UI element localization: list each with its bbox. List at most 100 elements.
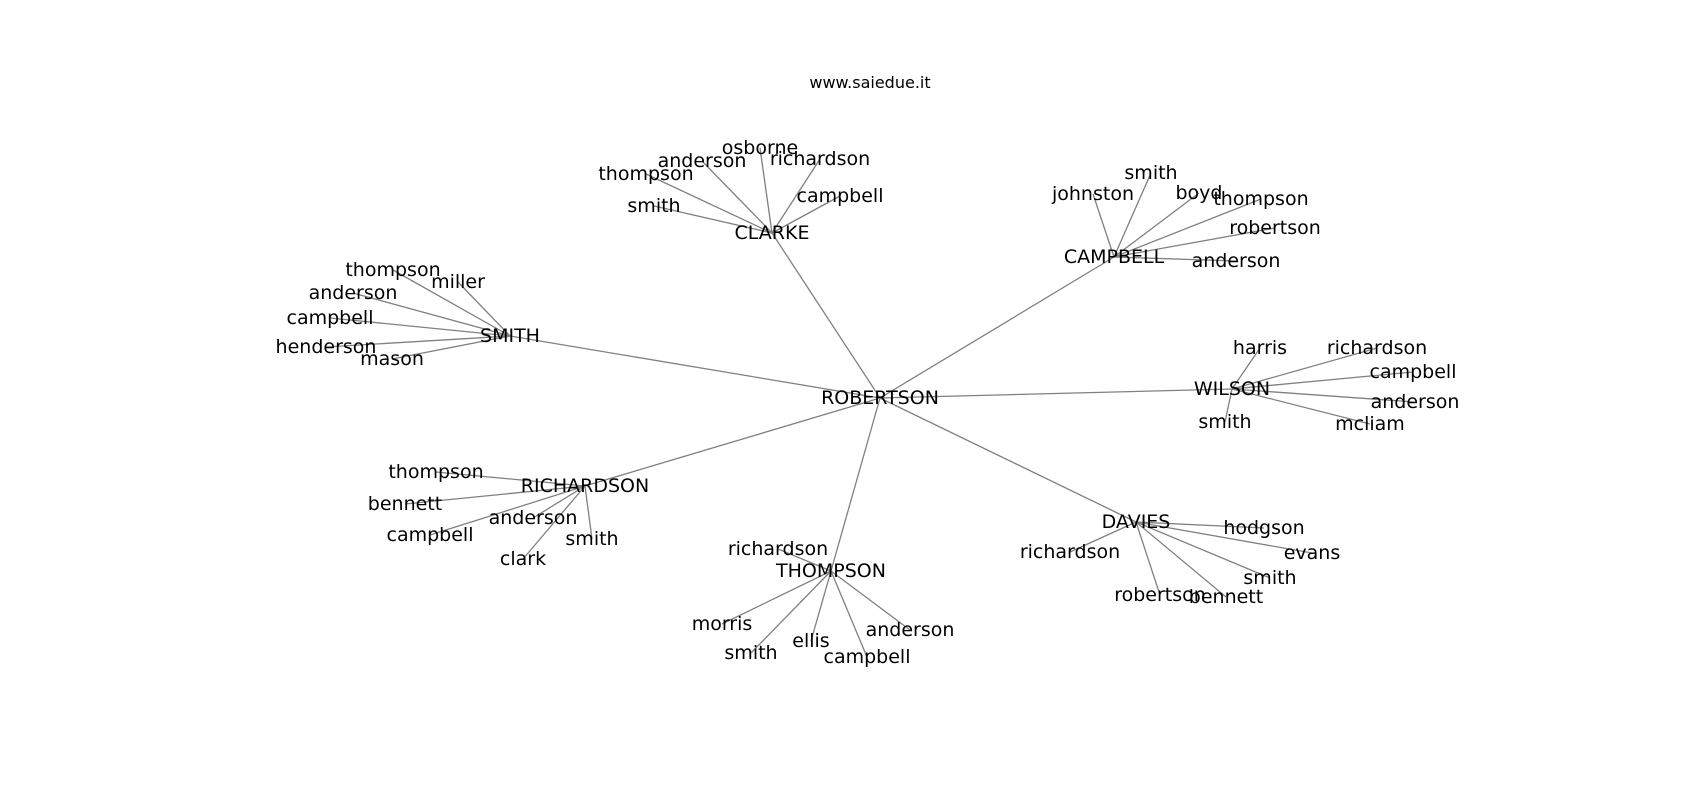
edge-campbell-to-robertson — [1113, 227, 1276, 258]
leaf-node-label: robertson — [1114, 584, 1206, 606]
leaf-node-label: campbell — [1370, 361, 1457, 383]
edge-root-to-thompson — [830, 397, 881, 572]
edge-root-to-smith — [509, 335, 881, 399]
edge-richardson-to-campbell — [429, 485, 586, 536]
edge-wilson-to-smith — [1224, 388, 1233, 423]
edge-richardson-to-anderson — [532, 485, 586, 519]
edge-clarke-to-richardson — [771, 158, 821, 234]
edge-davies-to-richardson — [1069, 521, 1137, 553]
edge-davies-to-bennett — [1135, 521, 1227, 598]
leaf-node-label: richardson — [770, 148, 870, 170]
leaf-node-label: anderson — [1371, 391, 1460, 413]
leaf-node-label: anderson — [866, 619, 955, 641]
leaf-node-label: smith — [1124, 162, 1177, 184]
leaf-node-label: bennett — [368, 493, 442, 515]
edges-layer — [325, 147, 1416, 658]
edge-campbell-to-thompson — [1113, 198, 1262, 258]
edge-wilson-to-mcliam — [1231, 388, 1371, 425]
edge-davies-to-evans — [1135, 521, 1313, 554]
edge-root-to-davies — [879, 397, 1137, 523]
edge-wilson-to-anderson — [1231, 388, 1416, 403]
leaf-node-label: boyd — [1176, 182, 1223, 204]
edge-smith-to-campbell — [329, 317, 511, 337]
leaf-node-label: thompson — [1213, 188, 1308, 210]
edge-thompson-to-smith — [750, 570, 832, 654]
leaf-node-label: ellis — [792, 630, 829, 652]
leaf-node-label: anderson — [309, 282, 398, 304]
edge-smith-to-thompson — [392, 269, 511, 337]
leaf-node-label: henderson — [276, 336, 377, 358]
leaf-node-label: evans — [1284, 542, 1341, 564]
edge-wilson-to-richardson — [1231, 347, 1378, 390]
leaf-node-label: osborne — [722, 137, 798, 159]
edge-campbell-to-johnston — [1092, 193, 1115, 258]
hub-node-label: CAMPBELL — [1064, 246, 1165, 268]
leaf-node-label: thompson — [345, 259, 440, 281]
leaf-node-label: hodgson — [1223, 517, 1304, 539]
hub-node-label: RICHARDSON — [521, 475, 649, 497]
edge-wilson-to-campbell — [1231, 371, 1414, 390]
leaf-node-label: richardson — [1020, 541, 1120, 563]
edge-davies-to-hodgson — [1135, 521, 1265, 529]
edge-root-to-clarke — [771, 232, 881, 399]
edge-smith-to-anderson — [352, 292, 511, 337]
leaf-node-label: harris — [1233, 337, 1287, 359]
edge-richardson-to-clark — [522, 485, 586, 560]
leaf-node-label: smith — [1243, 567, 1296, 589]
leaf-node-label: thompson — [598, 163, 693, 185]
edge-thompson-to-campbell — [830, 570, 868, 658]
leaf-node-label: smith — [724, 642, 777, 664]
leaf-node-label: johnston — [1051, 183, 1134, 205]
leaf-node-label: campbell — [287, 307, 374, 329]
leaf-node-label: smith — [627, 195, 680, 217]
edge-clarke-to-anderson — [701, 160, 773, 234]
leaf-node-label: smith — [1198, 411, 1251, 433]
leaf-node-label: miller — [431, 271, 485, 293]
leaf-node-label: anderson — [489, 507, 578, 529]
edge-richardson-to-bennett — [404, 485, 586, 505]
edge-thompson-to-anderson — [830, 570, 911, 631]
leaf-node-label: campbell — [387, 524, 474, 546]
leaf-node-label: smith — [565, 528, 618, 550]
hub-node-label: CLARKE — [735, 222, 810, 244]
leaf-node-label: morris — [692, 613, 753, 635]
hub-node-label: THOMPSON — [775, 560, 886, 582]
edge-clarke-to-campbell — [771, 195, 841, 234]
edge-root-to-richardson — [584, 397, 881, 487]
leaf-node-label: campbell — [797, 185, 884, 207]
edge-wilson-to-harris — [1231, 347, 1261, 390]
edge-clarke-to-smith — [653, 205, 773, 234]
edge-root-to-wilson — [879, 388, 1233, 399]
edge-thompson-to-ellis — [810, 570, 832, 642]
leaf-node-label: thompson — [388, 461, 483, 483]
root-node-label: ROBERTSON — [821, 387, 939, 409]
edge-richardson-to-smith — [584, 485, 593, 540]
hub-node-label: WILSON — [1194, 378, 1270, 400]
edge-smith-to-mason — [391, 335, 511, 360]
leaf-node-label: richardson — [728, 538, 828, 560]
leaf-node-label: campbell — [824, 646, 911, 668]
leaf-node-label: robertson — [1229, 217, 1321, 239]
edge-clarke-to-thompson — [645, 173, 773, 234]
edge-davies-to-robertson — [1135, 521, 1161, 596]
leaf-node-label: mcliam — [1335, 413, 1405, 435]
edge-campbell-to-boyd — [1113, 192, 1200, 258]
leaf-node-label: richardson — [1327, 337, 1427, 359]
edge-smith-to-henderson — [325, 335, 511, 348]
edge-campbell-to-anderson — [1113, 256, 1237, 262]
edge-campbell-to-smith — [1113, 172, 1152, 258]
edge-root-to-campbell — [879, 256, 1115, 399]
leaf-node-label: mason — [360, 348, 424, 370]
hub-node-label: SMITH — [480, 325, 540, 347]
edge-clarke-to-osborne — [759, 147, 773, 234]
edge-smith-to-miller — [457, 281, 511, 337]
leaf-node-label: clark — [500, 548, 546, 570]
leaf-node-label: anderson — [1192, 250, 1281, 272]
edge-thompson-to-morris — [721, 570, 832, 625]
site-title: www.saiedue.it — [809, 73, 930, 92]
edge-davies-to-smith — [1135, 521, 1271, 579]
leaf-node-label: anderson — [658, 150, 747, 172]
leaf-node-label: bennett — [1189, 586, 1263, 608]
